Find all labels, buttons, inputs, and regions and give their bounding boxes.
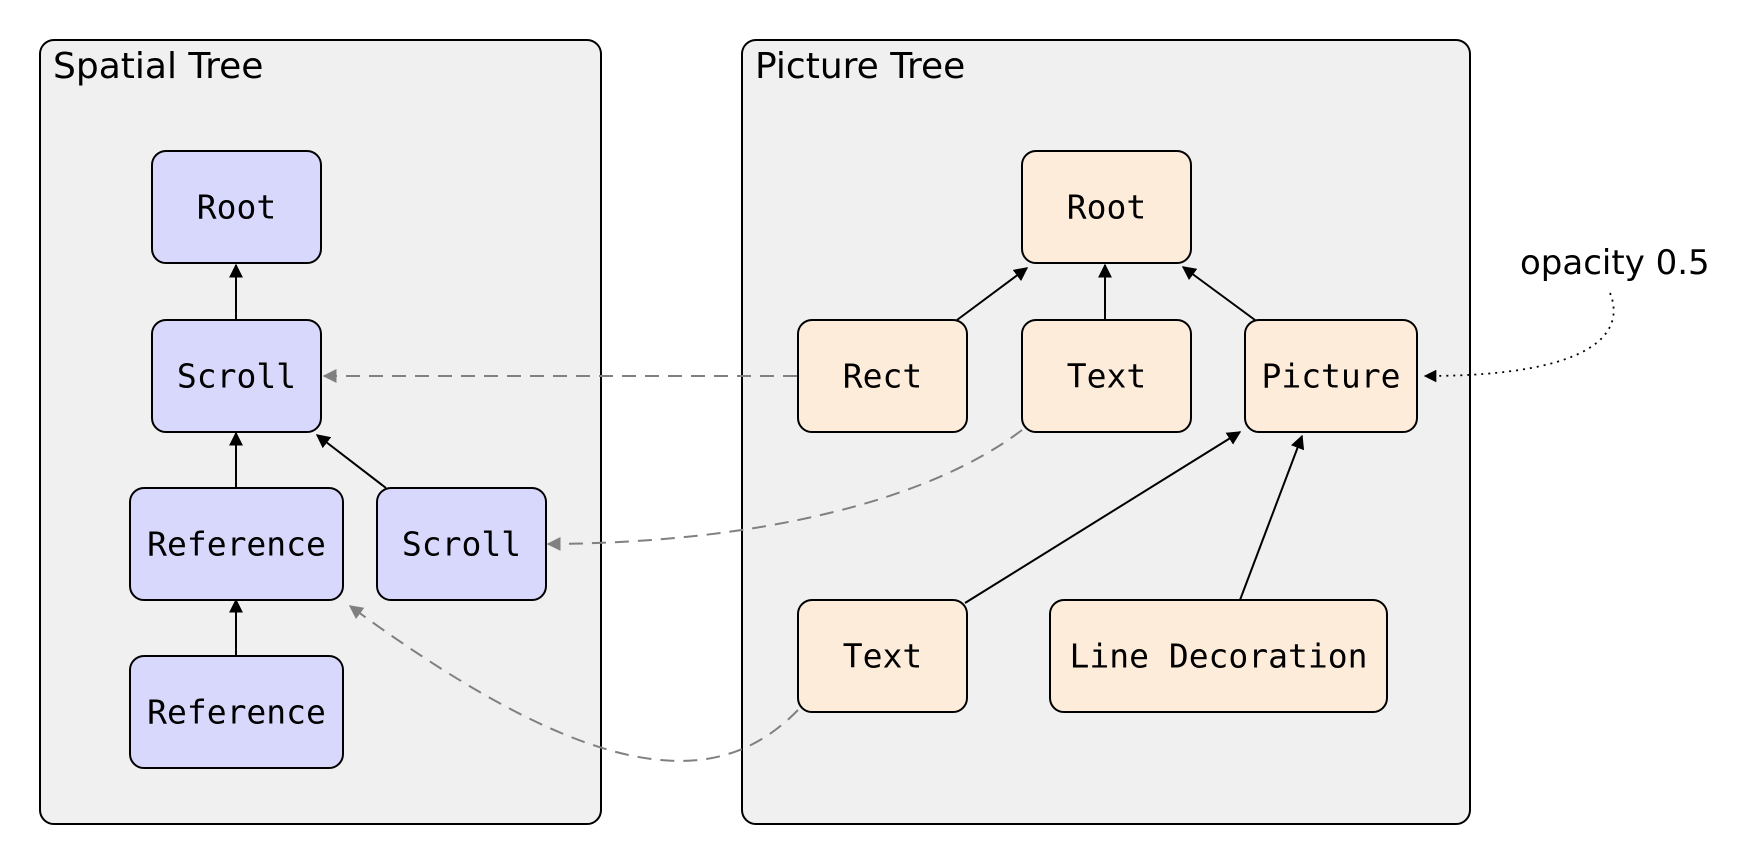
picture-node-rect-label: Rect <box>843 357 922 396</box>
spatial-node-scroll-label: Scroll <box>177 357 296 396</box>
spatial-node-root: Root <box>151 150 322 264</box>
picture-node-text-child: Text <box>797 599 968 713</box>
edge-text2-to-picture <box>964 431 1242 604</box>
spatial-tree-nodes: Root Scroll Reference Scroll Reference <box>129 150 547 769</box>
picture-node-root: Root <box>1021 150 1192 264</box>
picture-node-picture: Picture <box>1244 319 1418 433</box>
picture-node-line-decoration-label: Line Decoration <box>1069 637 1367 676</box>
picture-node-text-child-label: Text <box>843 637 922 676</box>
picture-tree-edges <box>956 263 1305 604</box>
spatial-tree-edges <box>229 263 387 655</box>
picture-node-text-label: Text <box>1067 357 1146 396</box>
opacity-annotation: opacity 0.5 <box>1423 243 1710 383</box>
cross-reference-edges <box>322 369 1023 762</box>
spatial-node-scroll: Scroll <box>151 319 322 433</box>
spatial-node-reference-child: Reference <box>129 655 344 769</box>
picture-node-line-decoration: Line Decoration <box>1049 599 1388 713</box>
edge-rect-to-root <box>956 267 1029 321</box>
picture-node-picture-label: Picture <box>1261 357 1400 396</box>
spatial-node-scroll-child-label: Scroll <box>402 525 521 564</box>
spatial-tree-title: Spatial Tree <box>53 46 263 87</box>
picture-tree-nodes: Root Rect Text Picture Text Line Decorat… <box>797 150 1418 713</box>
spatial-node-scroll-child: Scroll <box>376 487 547 601</box>
spatial-node-root-label: Root <box>197 188 276 227</box>
edge-scroll2-to-scroll <box>315 434 387 489</box>
edge-line-decoration-to-picture <box>1239 434 1305 601</box>
edge-text2-to-spatial-reference <box>348 605 799 762</box>
picture-node-rect: Rect <box>797 319 968 433</box>
spatial-node-reference-child-label: Reference <box>147 693 326 732</box>
picture-node-root-label: Root <box>1067 188 1146 227</box>
picture-tree-title: Picture Tree <box>755 46 965 87</box>
edge-text-to-spatial-scroll <box>546 429 1023 551</box>
spatial-node-reference-label: Reference <box>147 525 326 564</box>
edge-picture-to-root <box>1181 266 1256 321</box>
edge-opacity-to-picture <box>1423 292 1615 383</box>
spatial-node-reference: Reference <box>129 487 344 601</box>
picture-node-text: Text <box>1021 319 1192 433</box>
opacity-label: opacity 0.5 <box>1520 243 1710 283</box>
